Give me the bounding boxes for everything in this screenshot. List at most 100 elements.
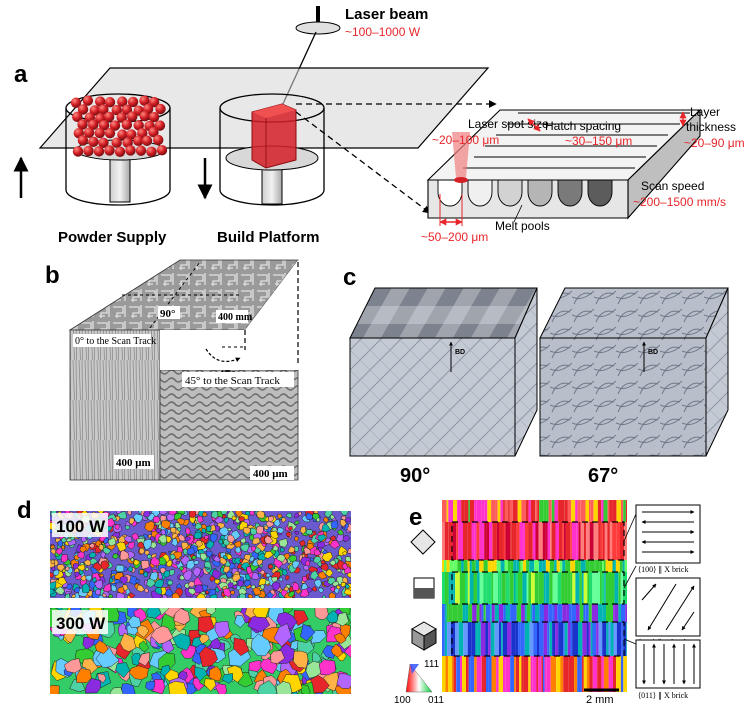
grain [294, 512, 300, 519]
columnar-grain [513, 560, 517, 573]
grain [285, 512, 293, 519]
grain [270, 576, 278, 583]
grain [194, 666, 208, 682]
grain [153, 515, 161, 524]
columnar-grain [517, 500, 522, 523]
columnar-grain [530, 500, 536, 523]
columnar-grain [498, 622, 502, 657]
grain [239, 543, 250, 553]
grain [50, 581, 57, 590]
columnar-grain [467, 522, 472, 561]
grain [143, 511, 151, 518]
columnar-grain [448, 656, 452, 692]
grain [321, 551, 333, 562]
layer-thickness-label-2: thickness [686, 120, 736, 134]
grain [277, 513, 283, 519]
powder-particle [111, 137, 122, 148]
columnar-grain [538, 572, 544, 605]
columnar-grain [567, 572, 571, 605]
grain [272, 544, 279, 552]
map-300w-label: 300 W [56, 614, 106, 633]
columnar-grain [598, 522, 601, 561]
scale-left-bg [114, 455, 154, 469]
columnar-grain [549, 560, 554, 573]
columnar-grain [514, 656, 516, 692]
ipf-key-100: 100 [394, 695, 411, 704]
columnar-grain [601, 572, 605, 605]
columnar-grain [600, 572, 602, 605]
columnar-grain [524, 604, 527, 623]
columnar-grain [592, 656, 598, 692]
grain [294, 536, 299, 542]
grain [299, 539, 306, 547]
columnar-grain [477, 622, 481, 657]
grain [299, 588, 310, 598]
grain [95, 588, 102, 596]
grain [263, 525, 269, 531]
powder-particle [77, 135, 89, 146]
powder-particle [83, 145, 94, 157]
hatch-spacing-label: Hatch spacing [545, 119, 621, 133]
columnar-grain [467, 572, 470, 605]
grain [171, 592, 180, 598]
grain [342, 576, 348, 584]
cube-b-scale-right: 400 μm [253, 468, 288, 480]
grain [193, 560, 200, 565]
cube-b-cutout [160, 260, 298, 370]
columnar-grain [555, 622, 559, 657]
grain [267, 564, 274, 569]
grain [325, 569, 334, 577]
powder-particle [88, 119, 99, 131]
grain [209, 637, 222, 650]
columnar-grain [442, 656, 446, 692]
columnar-grain [539, 622, 544, 657]
grain [169, 527, 177, 534]
columnar-grain [458, 522, 463, 561]
columnar-grain [526, 572, 529, 605]
columnar-grain [487, 500, 492, 523]
columnar-grain [626, 622, 627, 657]
columnar-grain [513, 572, 516, 605]
columnar-grain [548, 500, 552, 523]
columnar-grain [464, 500, 469, 523]
grain [237, 568, 242, 574]
grain [158, 511, 168, 515]
grain [127, 511, 132, 516]
columnar-grain [502, 622, 507, 657]
grain [268, 516, 275, 522]
powder-particle [111, 104, 122, 116]
columnar-grain [593, 522, 599, 561]
grain [322, 594, 326, 598]
grain [342, 535, 351, 543]
grain [339, 608, 351, 615]
grain [108, 594, 114, 598]
columnar-grain [612, 522, 617, 561]
build-platform-cylinder [219, 93, 325, 206]
grain [254, 594, 260, 598]
panel-b-letter: b [45, 262, 60, 289]
columnar-grain [537, 500, 540, 523]
powder-particle [117, 129, 128, 140]
powder-particle [116, 112, 127, 123]
columnar-grain [586, 656, 590, 692]
grain [329, 535, 336, 541]
grain [64, 593, 70, 598]
columnar-grain [589, 522, 594, 561]
grain [287, 545, 296, 553]
grain [314, 608, 329, 620]
columnar-grain [550, 522, 552, 561]
columnar-grain [552, 572, 558, 605]
columnar-grain [600, 522, 603, 561]
columnar-grain [534, 572, 539, 605]
powder-particle [70, 97, 82, 108]
columnar-grain [622, 560, 625, 573]
grain [227, 582, 234, 589]
columnar-grain [556, 656, 561, 692]
grain [294, 530, 300, 535]
grain [278, 577, 283, 582]
grain [270, 650, 286, 664]
columnar-grain [613, 656, 617, 692]
columnar-grain [494, 622, 499, 657]
columnar-grain [490, 604, 492, 623]
columnar-grain [613, 604, 615, 623]
